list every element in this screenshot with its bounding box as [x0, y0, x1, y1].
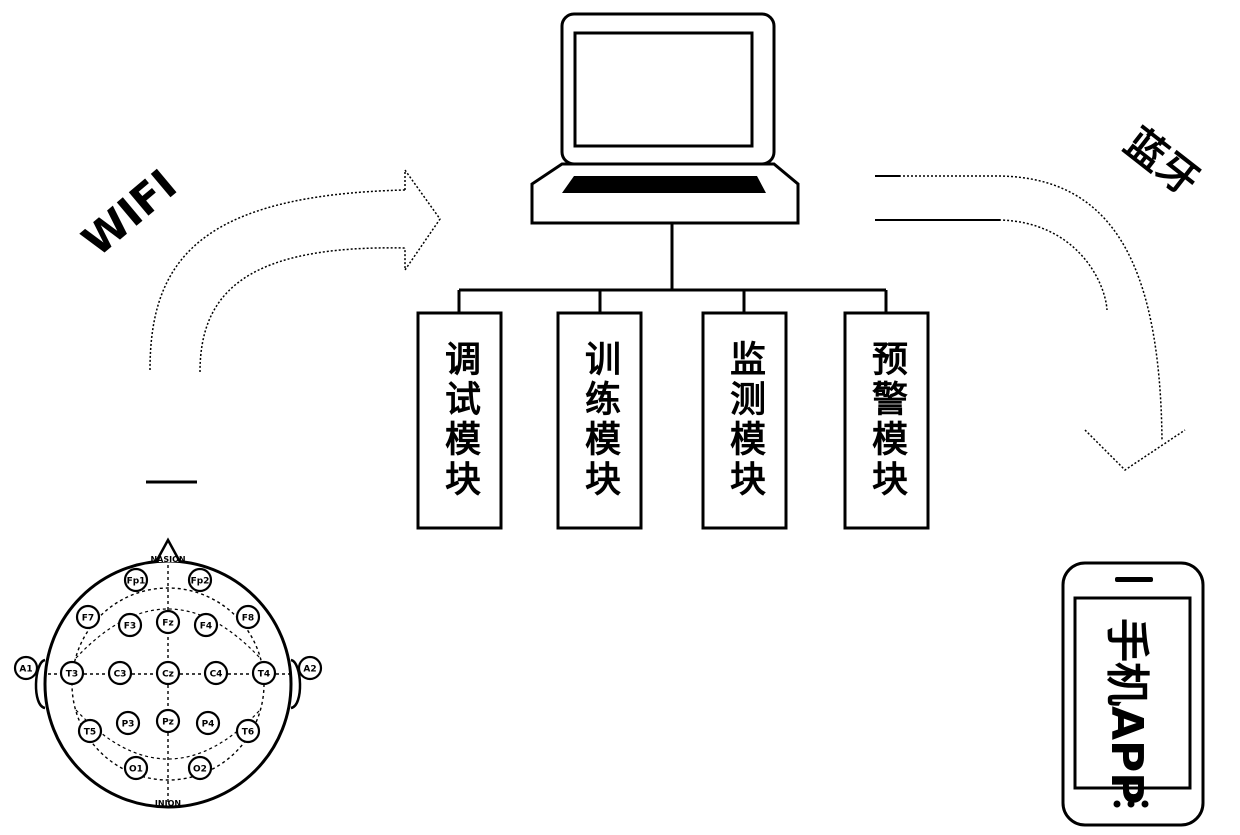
- electrode-label: A1: [19, 665, 32, 675]
- electrode-label: Pz: [162, 718, 174, 728]
- electrode-label: P4: [202, 720, 215, 730]
- electrode-label: F3: [124, 622, 136, 632]
- electrode-label: Cz: [162, 670, 174, 680]
- module-label-1: 训练模块: [579, 340, 621, 500]
- electrode-f3: F3: [119, 614, 141, 636]
- module-connector: [459, 223, 886, 313]
- electrode-f4: F4: [195, 614, 217, 636]
- electrode-label: F4: [200, 622, 212, 632]
- module-label-3: 预警模块: [866, 340, 908, 500]
- electrode-fz: Fz: [157, 611, 179, 633]
- laptop-icon: [532, 14, 798, 223]
- electrode-label: O1: [129, 765, 143, 775]
- wifi-label: WIFI: [73, 160, 186, 266]
- electrode-t4: T4: [253, 662, 275, 684]
- electrode-o1: O1: [125, 757, 147, 779]
- electrode-label: P3: [122, 720, 135, 730]
- module-label-2: 监测模块: [724, 340, 766, 500]
- electrode-label: F8: [242, 614, 254, 624]
- module-training: 训练模块: [558, 313, 641, 528]
- electrode-label: T6: [242, 728, 254, 738]
- module-warning: 预警模块: [845, 313, 928, 528]
- electrode-f7: F7: [77, 606, 99, 628]
- electrode-p4: P4: [197, 712, 219, 734]
- wifi-arrow: [150, 170, 440, 372]
- electrode-o2: O2: [189, 757, 211, 779]
- phone-app-label: 手机APP: [1101, 618, 1152, 805]
- nasion-label: NASION: [150, 555, 185, 564]
- electrode-fp1: Fp1: [125, 569, 147, 591]
- electrode-label: T4: [258, 670, 270, 680]
- electrode-label: T5: [84, 728, 96, 738]
- electrode-t6: T6: [237, 720, 259, 742]
- electrode-label: Fp1: [127, 577, 146, 587]
- inion-label: INION: [155, 799, 181, 808]
- module-debug: 调试模块: [418, 313, 501, 528]
- electrode-pz: Pz: [157, 710, 179, 732]
- electrode-a1: A1: [15, 657, 37, 679]
- electrode-label: O2: [193, 765, 207, 775]
- electrode-label: T3: [66, 670, 78, 680]
- electrode-label: F7: [82, 614, 94, 624]
- electrode-f8: F8: [237, 606, 259, 628]
- bluetooth-label: 蓝牙: [1116, 120, 1207, 206]
- electrode-label: Fz: [162, 619, 173, 629]
- electrode-a2: A2: [299, 657, 321, 679]
- electrode-t5: T5: [79, 720, 101, 742]
- electrode-cz: Cz: [157, 662, 179, 684]
- electrode-c3: C3: [109, 662, 131, 684]
- module-label-0: 调试模块: [439, 340, 481, 500]
- electrode-t3: T3: [61, 662, 83, 684]
- electrode-label: A2: [303, 665, 316, 675]
- electrode-c4: C4: [205, 662, 227, 684]
- electrode-fp2: Fp2: [189, 569, 211, 591]
- electrode-label: Fp2: [191, 577, 210, 587]
- electrode-p3: P3: [117, 712, 139, 734]
- electrode-label: C4: [210, 670, 223, 680]
- electrode-label: C3: [114, 670, 127, 680]
- module-monitoring: 监测模块: [703, 313, 786, 528]
